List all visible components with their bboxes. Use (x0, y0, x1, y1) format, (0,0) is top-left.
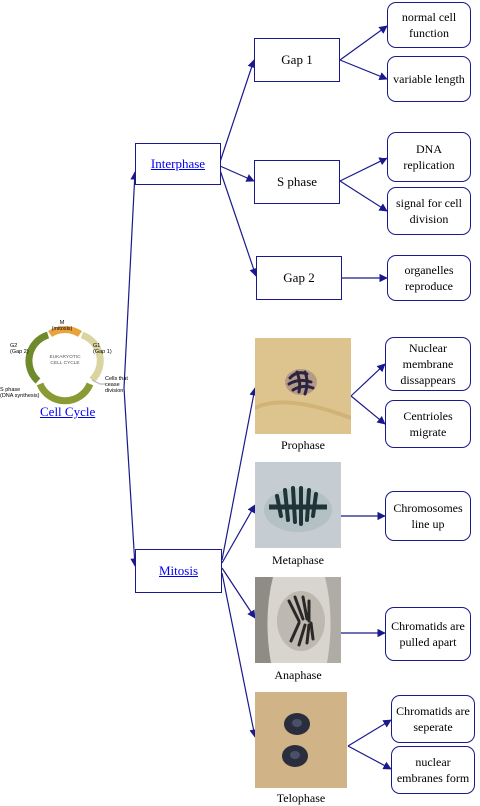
cycle-s-label: S phase (0, 387, 20, 393)
edge-mitosis-metaphase (221, 504, 256, 564)
telophase-caption: Telophase (276, 791, 326, 805)
fact-nuclear-membrane-dissappears: Nuclear membrane dissappears (385, 337, 471, 391)
cycle-m-sub: (mitosis) (52, 326, 73, 332)
edge-sphase-fact1 (339, 157, 388, 182)
edge-interphase-sphase (219, 165, 255, 182)
cycle-cease-line3: division (105, 388, 123, 394)
cell-cycle-link[interactable]: Cell Cycle (40, 404, 96, 419)
edge-sphase-fact2 (339, 180, 388, 212)
cycle-cease-line2: cease (105, 382, 120, 388)
edge-prophase-fact1 (350, 363, 386, 397)
fact-chromatids-are-pulled-apart: Chromatids are pulled apart (385, 607, 471, 661)
cycle-center-line1: EUKARYOTIC (49, 354, 81, 360)
cycle-cease-line1: Cells that (105, 376, 128, 382)
fact-variable-length: variable length (387, 56, 471, 102)
cell-cycle-diagram-image: M (mitosis) G2 (Gap 2) G1 (Gap 1) EUKARY… (0, 320, 128, 405)
fact-chromatids-are-seperate: Chromatids are seperate (391, 695, 475, 743)
edge-root-mitosis (123, 387, 139, 567)
mitosis-link[interactable]: Mitosis (158, 563, 198, 579)
edge-root-interphase (123, 171, 139, 389)
cell-metaphase-photo (255, 462, 341, 548)
fact-signal-for-cell-division: signal for cell division (387, 187, 471, 235)
cycle-g2-sub: (Gap 2) (10, 349, 29, 355)
cycle-m-label: M (60, 320, 65, 326)
cell-prophase-photo (255, 338, 351, 434)
cycle-g1-label: G1 (93, 343, 100, 349)
edge-gap1-fact1 (339, 25, 388, 61)
fact-dna-replication: DNA replication (387, 132, 471, 182)
edge-telophase-fact2 (347, 745, 392, 770)
anaphase-caption: Anaphase (274, 668, 322, 682)
edge-interphase-gap2 (219, 169, 258, 277)
cycle-arc-m (48, 325, 82, 338)
interphase-link[interactable]: Interphase (150, 156, 206, 172)
cycle-center-line2: CELL CYCLE (50, 360, 79, 366)
mitosis-node: Mitosis (135, 549, 222, 593)
fact-nuclear-embranes-form: nuclear embranes form (391, 746, 475, 794)
edge-telophase-fact1 (347, 719, 392, 747)
cycle-s-sub: (DNA synthesis) (0, 393, 40, 399)
fact-organelles-reproduce: organelles reproduce (387, 255, 471, 301)
cycle-g1-sub: (Gap 1) (93, 349, 112, 355)
interphase-node: Interphase (135, 143, 221, 185)
fact-chromosomes-line-up: Chromosomes line up (385, 491, 471, 541)
cycle-arc-s (36, 382, 94, 405)
fact-centrioles-migrate: Centrioles migrate (385, 400, 471, 448)
edge-interphase-gap1 (219, 59, 256, 163)
fact-normal-cell-function: normal cell function (387, 2, 471, 48)
gap1-node: Gap 1 (254, 38, 340, 82)
cycle-arc-g2 (25, 331, 50, 384)
cycle-arc-g1 (80, 331, 104, 383)
cycle-g2-label: G2 (10, 343, 17, 349)
cell-anaphase-photo (255, 577, 341, 663)
edge-mitosis-telophase (221, 572, 258, 738)
edge-mitosis-anaphase (221, 567, 256, 619)
edge-mitosis-prophase (221, 387, 258, 561)
edge-gap1-fact2 (339, 59, 388, 81)
gap2-node: Gap 2 (256, 256, 342, 300)
prophase-caption: Prophase (281, 438, 325, 452)
metaphase-caption: Metaphase (272, 553, 324, 567)
sphase-node: S phase (254, 160, 340, 204)
cell-telophase-photo (255, 692, 347, 788)
edge-prophase-fact2 (350, 395, 386, 425)
